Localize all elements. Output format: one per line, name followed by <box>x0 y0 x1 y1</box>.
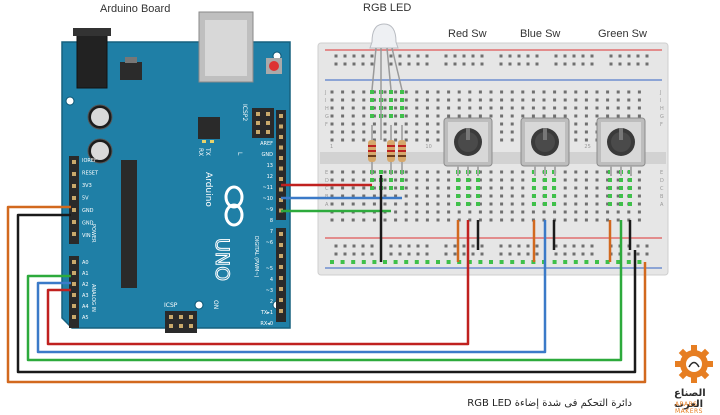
row-letter: G <box>325 114 329 120</box>
arduino-board-title: Arduino Board <box>100 3 171 15</box>
wires <box>6 175 647 384</box>
pin-label: A5 <box>82 315 89 321</box>
rgb-led <box>369 23 403 140</box>
atmega-chip <box>121 160 137 288</box>
pin-label: RX◂0 <box>260 321 273 327</box>
row-letter: F <box>325 122 328 128</box>
uno-label: UNO <box>211 238 233 281</box>
row-letter: A <box>325 202 329 208</box>
pin-label: RESET <box>82 171 99 177</box>
row-letter: D <box>325 178 329 184</box>
row-letter: C <box>660 186 664 192</box>
pin-label: ~11 <box>262 185 273 191</box>
row-letter: J <box>324 90 326 96</box>
power-section-label: POWER <box>90 224 96 243</box>
reset-label: RESET <box>292 64 299 84</box>
wire-5v-orange <box>6 205 647 384</box>
row-letter: E <box>660 170 663 176</box>
icsp-label: ICSP <box>164 302 178 309</box>
digital-header-1 <box>276 110 286 220</box>
row-letter: D <box>660 178 664 184</box>
potentiometer-red[interactable] <box>443 117 493 176</box>
pin-label: 2 <box>270 299 273 305</box>
row-letter: C <box>325 186 329 192</box>
analog-section-label: ANALOG IN <box>90 284 96 312</box>
pin-label: A3 <box>82 293 89 299</box>
resistor-3 <box>398 125 406 175</box>
arduino-logo <box>224 185 244 227</box>
pin-label: ~10 <box>262 196 273 202</box>
pin-label: 4 <box>270 277 273 283</box>
wire-a1-blue <box>36 220 547 354</box>
digital-section-label: DIGITAL (PWM~) <box>253 236 259 278</box>
potentiometer-blue[interactable] <box>520 117 570 176</box>
icsp2-header <box>252 108 274 138</box>
wire-a0-red <box>46 220 470 346</box>
potentiometer-green[interactable] <box>596 117 646 176</box>
pin-label: GND <box>82 208 94 214</box>
pin-label: 5V <box>82 196 89 202</box>
pin-label: ~3 <box>266 288 273 294</box>
pin-label: A4 <box>82 304 89 310</box>
row-letter: H <box>325 106 329 112</box>
resistor-1 <box>368 125 376 175</box>
icsp2-label: ICSP2 <box>241 104 248 121</box>
analog-header <box>69 256 79 328</box>
pin-label: 13 <box>267 163 273 169</box>
pin-label: ~6 <box>266 240 273 246</box>
row-letter: F <box>660 122 663 128</box>
row-letter: G <box>660 114 664 120</box>
resistors <box>368 125 406 175</box>
resistor-2 <box>387 125 395 175</box>
wire-a2-green <box>26 220 623 362</box>
logo-arabic: الصناع العرب <box>674 388 706 410</box>
l-label: L <box>236 152 243 156</box>
green-switch-title: Green Sw <box>598 28 647 40</box>
pin-label: 8 <box>270 218 273 224</box>
column-number: 1 <box>330 144 333 150</box>
row-letter: E <box>325 170 328 176</box>
red-switch-title: Red Sw <box>448 28 487 40</box>
column-number: 10 <box>425 144 431 150</box>
pin-label: 7 <box>270 229 273 235</box>
row-letter: J <box>659 90 661 96</box>
row-letter: B <box>660 194 664 200</box>
pin-label: AREF <box>260 141 273 147</box>
arduino-board: RESET ICSP2 TX RX L Arduino UNO I <box>61 11 299 333</box>
on-label: ON <box>212 300 219 309</box>
wire-gnd-black <box>16 213 637 374</box>
pin-label: TX▸1 <box>260 310 273 316</box>
rx-label: RX <box>197 148 204 156</box>
digital-header-2 <box>276 228 286 322</box>
power-jack <box>76 31 108 89</box>
pin-label: GND <box>82 221 94 227</box>
pin-label: ~5 <box>266 266 273 272</box>
logo-english: ARABS MAKERS <box>675 401 703 415</box>
arduino-brand: Arduino <box>203 172 213 207</box>
pin-label: VIN <box>82 233 91 239</box>
rgb-led-title: RGB LED <box>363 2 412 14</box>
row-letter: A <box>660 202 664 208</box>
caption: دائرة التحكم فى شدة إضاءة RGB LED <box>467 398 632 409</box>
column-number: 25 <box>584 144 590 150</box>
pin-label: A0 <box>82 260 89 266</box>
pin-label: 12 <box>267 174 273 180</box>
gear-icon <box>675 345 713 383</box>
pin-label: A2 <box>82 282 89 288</box>
pin-label: GND <box>262 152 274 158</box>
pin-label: IOREF <box>82 158 97 164</box>
pin-label: ~9 <box>266 207 273 213</box>
pin-label: A1 <box>82 271 89 277</box>
icsp-header <box>165 311 197 333</box>
pin-label: 3V3 <box>82 183 92 189</box>
row-letter: I <box>660 98 661 104</box>
row-letter: H <box>660 106 664 112</box>
blue-switch-title: Blue Sw <box>520 28 561 40</box>
row-letter: I <box>325 98 326 104</box>
tx-label: TX <box>204 147 211 156</box>
